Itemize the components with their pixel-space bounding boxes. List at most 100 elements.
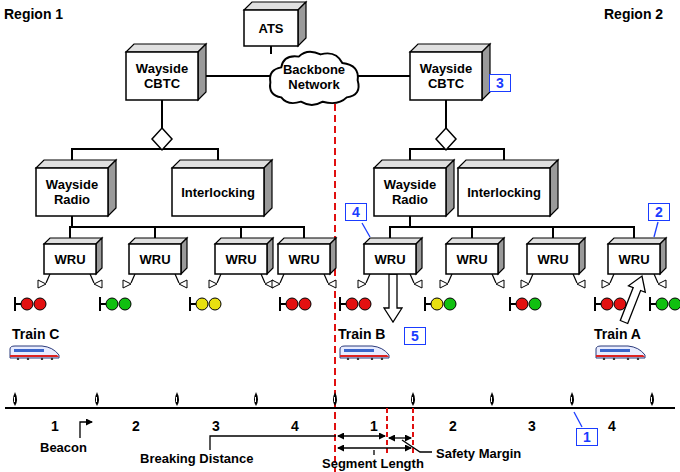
- signal-lamp: [21, 298, 33, 310]
- leader-line: [373, 450, 374, 455]
- signal-arm: [190, 303, 196, 305]
- box-top: [527, 238, 585, 244]
- system-box: WRU: [608, 238, 666, 274]
- box-top: [446, 238, 504, 244]
- box-side: [198, 44, 206, 100]
- train-icon: [10, 346, 59, 360]
- node-label: WRU: [364, 252, 416, 267]
- text-area: Wayside CBTC: [126, 52, 198, 100]
- segment-mark: [386, 408, 388, 454]
- box-side: [267, 238, 273, 274]
- box-front: [36, 168, 108, 216]
- box-side: [96, 238, 102, 274]
- box-side: [660, 238, 666, 274]
- antenna: [440, 280, 448, 288]
- node-label: ATS: [244, 21, 298, 36]
- signal-arm: [425, 303, 431, 305]
- junction-diamond: [436, 128, 456, 150]
- callout-number: 5: [404, 327, 426, 345]
- antenna: [448, 274, 452, 283]
- signal-lamp: [601, 298, 613, 310]
- box-top: [374, 160, 454, 168]
- antenna: [492, 274, 496, 283]
- beacon: [411, 392, 415, 406]
- beacon: [570, 392, 574, 406]
- node-label: WRU: [44, 252, 96, 267]
- box-top: [129, 238, 187, 244]
- dimension-label: Beacon: [40, 440, 87, 455]
- beacon: [254, 392, 258, 406]
- connector: [410, 216, 634, 238]
- signal-lamp: [106, 298, 118, 310]
- connector: [162, 100, 218, 160]
- callout-number: 4: [345, 203, 367, 221]
- box-top: [36, 160, 116, 168]
- radio-arrow: [384, 274, 402, 322]
- segment-number: 4: [608, 418, 616, 434]
- segment-number: 3: [528, 418, 536, 434]
- box-top: [608, 238, 666, 244]
- train-label: Train B: [338, 326, 385, 342]
- antenna: [94, 280, 102, 288]
- connector: [446, 100, 504, 160]
- box-front: [608, 244, 660, 274]
- node-label: Interlocking: [458, 185, 550, 200]
- text-area: WRU: [215, 244, 267, 274]
- train-icon: [596, 346, 645, 360]
- signal-lamp: [196, 298, 208, 310]
- box-front: [244, 10, 298, 46]
- beacon: [490, 392, 494, 406]
- antenna: [261, 274, 265, 283]
- box-side: [264, 160, 272, 216]
- cloud-outline: [270, 52, 359, 105]
- antenna: [209, 280, 217, 288]
- train-label: Train A: [594, 326, 641, 342]
- system-box: Wayside CBTC: [410, 44, 490, 100]
- segment-number: 1: [51, 418, 59, 434]
- box-front: [410, 52, 482, 100]
- box-front: [527, 244, 579, 274]
- signal-lamp: [209, 298, 221, 310]
- antenna: [529, 274, 533, 283]
- radio-arrows: [384, 274, 645, 324]
- node-label: Interlocking: [172, 185, 264, 200]
- text-area: WRU: [527, 244, 579, 274]
- signal-arm: [15, 303, 21, 305]
- box-top: [215, 238, 273, 244]
- box-front: [278, 244, 330, 274]
- signal-lamp: [669, 298, 680, 310]
- dimension-arrow: [338, 435, 385, 436]
- node-label: Wayside CBTC: [126, 61, 198, 91]
- antenna: [328, 280, 336, 288]
- beacon-highlight: [255, 397, 256, 402]
- system-box: WRU: [129, 238, 187, 274]
- system-box: WRU: [364, 238, 422, 274]
- antenna: [123, 280, 131, 288]
- segment-number: 2: [132, 418, 140, 434]
- node-label: Wayside CBTC: [410, 61, 482, 91]
- signal-lamp: [614, 298, 626, 310]
- box-side: [446, 160, 454, 216]
- antenna: [654, 274, 658, 283]
- signal-lamp: [656, 298, 668, 310]
- segment-number: 4: [291, 418, 299, 434]
- box-top: [244, 2, 306, 10]
- signals: [15, 297, 680, 311]
- callout-number: 2: [648, 203, 670, 221]
- box-top: [458, 160, 558, 168]
- network-cloud: Backbone Network: [266, 48, 362, 106]
- connector: [270, 46, 272, 54]
- beacon: [650, 392, 654, 406]
- signal-lamp: [299, 298, 311, 310]
- text-area: Wayside Radio: [374, 168, 446, 216]
- dimension-label: Safety Margin: [436, 446, 521, 461]
- text-area: WRU: [446, 244, 498, 274]
- antennas: [38, 274, 666, 288]
- text-area: Interlocking: [172, 168, 264, 216]
- beacon-highlight: [96, 397, 97, 402]
- system-box: WRU: [527, 238, 585, 274]
- antenna: [46, 274, 50, 283]
- dimension-label: Breaking Distance: [140, 451, 253, 466]
- node-label: WRU: [215, 252, 267, 267]
